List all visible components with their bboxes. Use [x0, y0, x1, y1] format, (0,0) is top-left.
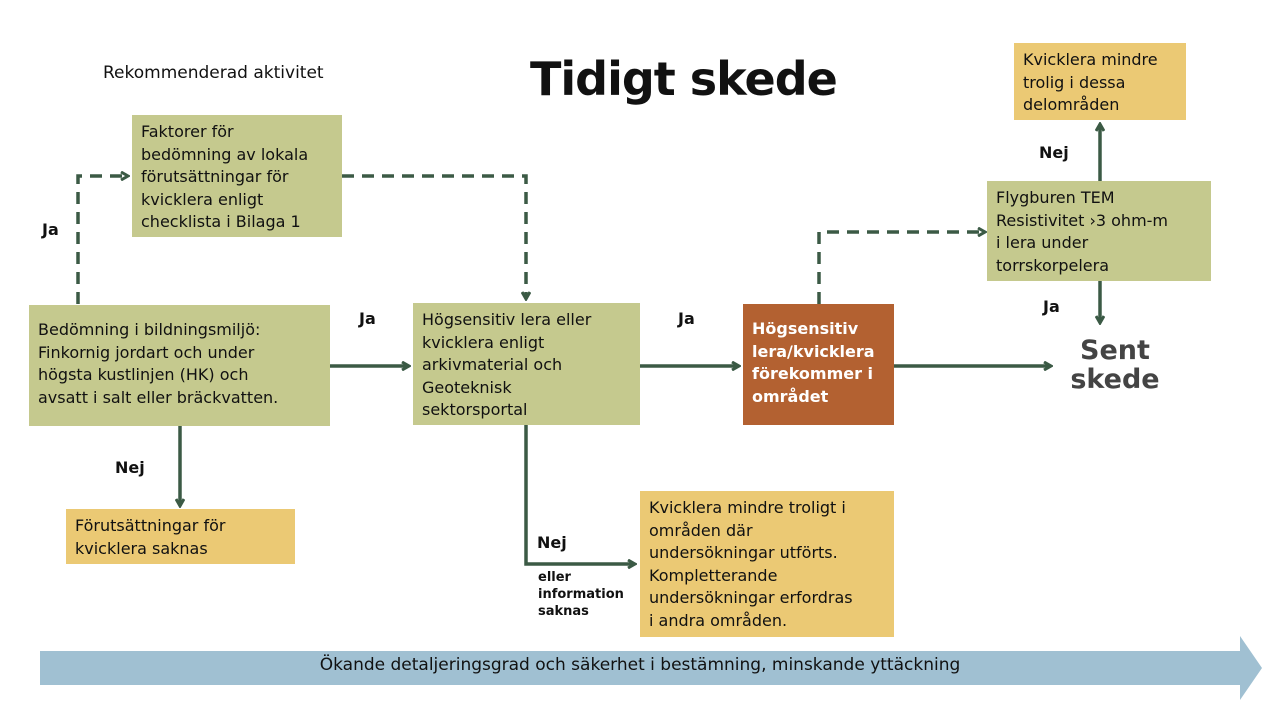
sent-skede-label: Sent skede — [1070, 335, 1160, 395]
page-title: Tidigt skede — [530, 52, 838, 106]
box-faktorer: Faktorer för bedömning av lokala förutsä… — [132, 115, 342, 237]
box-hogsensitiv-arkiv: Högsensitiv lera eller kvicklera enligt … — [413, 303, 640, 425]
label-ja: Ja — [678, 309, 695, 328]
dashed-arrow-ja-faktorer — [76, 176, 127, 304]
box-mindre-troligt: Kvicklera mindre troligt i områden där u… — [640, 491, 894, 637]
progress-arrow-label: Ökande detaljeringsgrad och säkerhet i b… — [319, 655, 961, 675]
label-ja: Ja — [1043, 297, 1060, 316]
subtitle: Rekommenderad aktivitet — [103, 63, 324, 83]
label-eller-information-saknas: eller information saknas — [538, 570, 624, 619]
box-forutsattningar-saknas: Förutsättningar för kvicklera saknas — [66, 509, 295, 564]
label-nej: Nej — [537, 533, 567, 552]
arrow-hogsensitiv-mindre — [524, 425, 634, 564]
box-forekommer: Högsensitiv lera/kvicklera förekommer i … — [743, 304, 894, 425]
label-nej: Nej — [1039, 143, 1069, 162]
dashed-arrow-forekommer-tem — [817, 232, 984, 304]
progress-arrow — [40, 636, 1262, 700]
label-nej: Nej — [115, 458, 145, 477]
box-tem: Flygburen TEM Resistivitet ›3 ohm-m i le… — [987, 181, 1211, 281]
dashed-arrow-faktorer-hogsensitiv — [342, 174, 526, 298]
label-ja: Ja — [42, 220, 59, 239]
label-ja: Ja — [359, 309, 376, 328]
box-mindre-trolig-delomraden: Kvicklera mindre trolig i dessa delområd… — [1014, 43, 1186, 120]
box-bedomning: Bedömning i bildningsmiljö: Finkornig jo… — [29, 305, 330, 426]
